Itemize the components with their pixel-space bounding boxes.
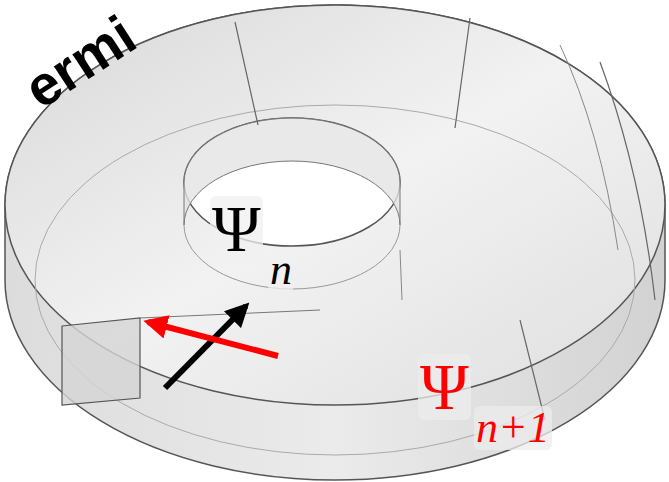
cross-section-face [62, 318, 140, 405]
state-subscript: n [268, 248, 294, 292]
state-symbol: Ψ [418, 354, 471, 420]
state-symbol: Ψ [210, 196, 263, 262]
state-subscript: n+1 [474, 406, 552, 450]
segment-line [400, 250, 402, 300]
segment-line [140, 310, 320, 318]
segment-line [235, 22, 258, 125]
twist-edge [560, 45, 618, 250]
segment-line [455, 18, 470, 128]
ring-top-surface [5, 5, 665, 405]
ring-wall [5, 5, 665, 480]
twist-edge [600, 62, 655, 300]
state-vector-arrow [148, 322, 278, 356]
segment-line [520, 320, 545, 420]
hidden-edge [35, 105, 635, 455]
